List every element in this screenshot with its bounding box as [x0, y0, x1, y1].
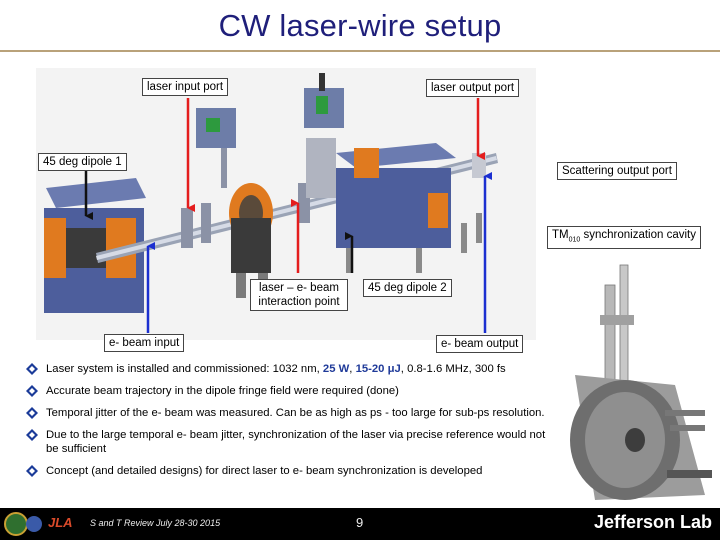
diamond-bullet-icon — [26, 385, 38, 397]
bullet-item: Due to the large temporal e- beam jitter… — [26, 428, 546, 456]
diamond-bullet-icon — [26, 429, 38, 441]
callout-laser-input-port: laser input port — [142, 78, 229, 96]
jla-logo: JLA — [48, 515, 73, 530]
bullet-list: Laser system is installed and commission… — [26, 362, 546, 486]
footer-logos: JLA — [4, 511, 84, 537]
laser-output-optics — [304, 73, 344, 128]
dipole-magnet-left — [44, 178, 146, 313]
diamond-bullet-icon — [26, 465, 38, 477]
callout-ebeam-input: e- beam input — [104, 334, 185, 352]
doe-seal-icon — [4, 512, 42, 536]
callout-tm-sync-cavity: TM010 synchronization cavity — [547, 226, 701, 250]
callout-dipole-2: 45 deg dipole 2 — [363, 279, 452, 297]
laser-input-optics — [196, 108, 236, 188]
bullet-item: Temporal jitter of the e- beam was measu… — [26, 406, 546, 420]
callout-dipole-1: 45 deg dipole 1 — [38, 153, 127, 171]
callout-interaction-point: laser – e- beam interaction point — [250, 279, 348, 311]
diamond-bullet-icon — [26, 363, 38, 375]
review-caption: S and T Review July 28-30 2015 — [90, 518, 221, 528]
bullet-item: Concept (and detailed designs) for direc… — [26, 464, 546, 478]
bullet-item: Accurate beam trajectory in the dipole f… — [26, 384, 546, 398]
sync-cavity-illustration — [570, 264, 712, 500]
callout-laser-output-port: laser output port — [426, 79, 520, 97]
callout-scattering-output-port: Scattering output port — [557, 162, 677, 180]
setup-diagram — [36, 68, 536, 340]
bullet-item: Laser system is installed and commission… — [26, 362, 546, 376]
title-divider — [0, 50, 720, 52]
jefferson-lab-logo: Jefferson Lab — [593, 512, 712, 532]
diamond-bullet-icon — [26, 407, 38, 419]
callout-ebeam-output: e- beam output — [436, 335, 524, 353]
dipole-magnet-right — [306, 138, 456, 248]
page-number: 9 — [356, 515, 364, 530]
footer-bar: JLA S and T Review July 28-30 2015 9 Jef… — [0, 508, 720, 540]
page-title: CW laser-wire setup — [218, 8, 502, 43]
